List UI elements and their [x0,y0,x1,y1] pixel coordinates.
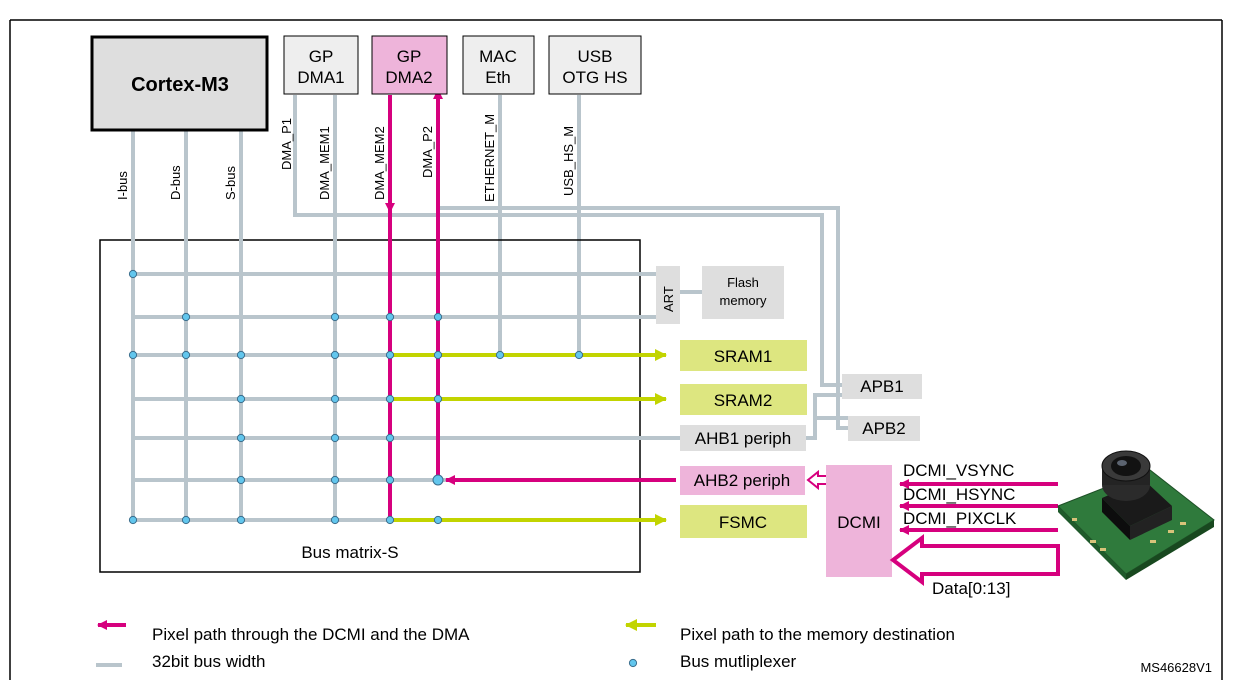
cortex-m3-box [90,35,269,132]
figure-code: MS46628V1 [1140,660,1212,675]
ethernet-m-label: ETHERNET_M [482,114,497,202]
ahb1-periph-label: AHB1 periph [695,429,791,448]
ahb2-periph-label: AHB2 periph [694,471,790,490]
sram1-label: SRAM1 [714,347,773,366]
usb-otg-line2: OTG HS [562,68,627,87]
legend-dcmi-path-label: Pixel path through the DCMI and the DMA [152,625,470,644]
header-strip [10,0,1222,19]
apb2-label: APB2 [862,419,905,438]
data-bus-label: Data[0:13] [932,579,1010,598]
cortex-m3-label: Cortex-M3 [131,74,229,96]
dma-pixel-paths [385,89,676,520]
dma-mem1-label: DMA_MEM1 [317,126,332,200]
legend-bus-width-label: 32bit bus width [152,652,265,671]
sbus-label: S-bus [223,166,238,200]
fsmc-label: FSMC [719,513,767,532]
sram2-box [680,384,807,415]
bus-matrix-label: Bus matrix-S [301,543,398,562]
mac-eth-box [462,35,535,95]
apb1-label: APB1 [860,377,903,396]
sram2-label: SRAM2 [714,391,773,410]
usb-hs-m-label: USB_HS_M [561,126,576,196]
mac-eth-line1: MAC [479,47,517,66]
gp-dma1-line2: DMA1 [297,68,344,87]
dcmi-to-ahb2-arrow [806,469,826,491]
bus-multiplexers [128,269,584,525]
dma-mem2-label: DMA_MEM2 [372,126,387,200]
dcmi-label: DCMI [837,513,880,532]
camera-module-image [1057,450,1215,580]
art-label: ART [661,286,676,312]
bus-lines-top [131,236,644,440]
hsync-label: DCMI_HSYNC [903,485,1015,504]
dma-p2-label: DMA_P2 [420,126,435,178]
ahb2-periph-box [680,466,805,495]
legend-mux-swatch [628,658,638,668]
bus-matrix-box [99,239,641,573]
sram1-box [680,340,807,371]
pixclk-label: DCMI_PIXCLK [903,509,1017,528]
data-bus-arrow [889,533,1060,587]
apb2-box [848,416,920,441]
fsmc-box [680,505,807,538]
gp-dma2-line2: DMA2 [385,68,432,87]
mac-eth-line2: Eth [485,68,511,87]
bus-labels: I-bus D-bus S-bus DMA_P1 DMA_MEM1 DMA_ME… [115,114,576,202]
usb-otg-box [548,35,642,95]
gp-dma2-line1: GP [397,47,422,66]
dma-p1-label: DMA_P1 [279,118,294,170]
gp-dma2-box [371,35,448,95]
apb1-box [842,374,922,399]
legend-mux-label: Bus mutliplexer [680,652,797,671]
gp-dma1-box [283,35,359,95]
ibus-label: I-bus [115,171,130,200]
flash-label-line2: memory [720,293,767,308]
ahb1-periph-box [680,425,806,451]
flash-memory-box [702,266,784,319]
usb-otg-line1: USB [578,47,613,66]
dcmi-signal-arrows [899,479,1058,535]
art-box [656,266,680,324]
dbus-label: D-bus [168,165,183,200]
gp-dma1-line1: GP [309,47,334,66]
vsync-label: DCMI_VSYNC [903,461,1014,480]
legend-memory-path-label: Pixel path to the memory destination [680,625,955,644]
dcmi-block [826,465,892,577]
legend: Pixel path through the DCMI and the DMA … [96,619,1212,675]
flash-label-line1: Flash [727,275,759,290]
